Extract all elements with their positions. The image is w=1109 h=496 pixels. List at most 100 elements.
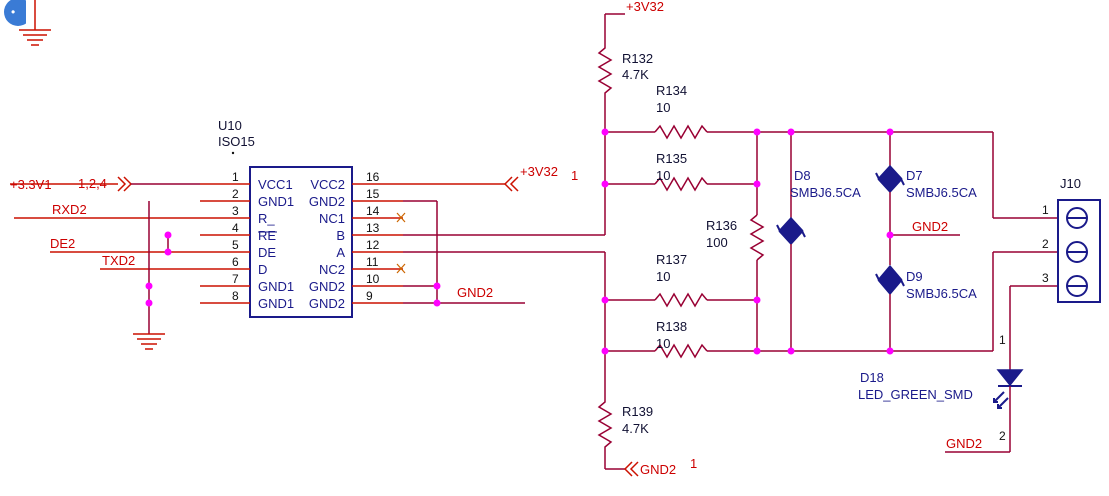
r134-value: 10 <box>656 100 670 115</box>
r137-ref: R137 <box>656 252 687 267</box>
u10-left-pin-number: 8 <box>232 289 239 303</box>
u10-right-pin-number: 14 <box>366 204 380 218</box>
d8-ref: D8 <box>794 168 811 183</box>
u10-left-pin-name: DE <box>258 245 276 260</box>
j10-terminal-1 <box>1066 207 1088 229</box>
ground-symbol-top-left <box>19 0 51 46</box>
net-label-gnd2-tvs: GND2 <box>912 219 948 234</box>
u10-right-pin-name: B <box>336 228 345 243</box>
junction-dot <box>601 128 609 136</box>
d7-value: SMBJ6.5CA <box>906 185 977 200</box>
u10-left-pin-name: D <box>258 262 267 277</box>
tvs-d8: D8 SMBJ6.5CA <box>776 132 861 351</box>
r139-ref: R139 <box>622 404 653 419</box>
d9-ref: D9 <box>906 269 923 284</box>
d9-value: SMBJ6.5CA <box>906 286 977 301</box>
d18-pin-2: 2 <box>999 429 1006 443</box>
u10-right-pin-number: 12 <box>366 238 380 252</box>
u10-left-pin-name: GND1 <box>258 296 294 311</box>
d18-ref: D18 <box>860 370 884 385</box>
led-d18: 1 2 D18 LED_GREEN_SMD GND2 <box>858 333 1024 453</box>
u10-left-pin-number: 7 <box>232 272 239 286</box>
junction-dot <box>145 282 153 290</box>
net-label-gnd2-u10: GND2 <box>457 285 493 300</box>
u10-right-pin-name: A <box>336 245 345 260</box>
junction-dot <box>886 231 894 239</box>
junction-dot <box>753 296 761 304</box>
u10-right-pin-number: 11 <box>366 255 379 269</box>
net-label-3v32-a: +3V32 <box>520 164 558 179</box>
junction-dot <box>886 347 894 355</box>
junction-dot <box>433 299 441 307</box>
u10-ic: U10 ISO15 <box>218 118 353 318</box>
j10-terminal-2 <box>1066 241 1088 263</box>
u10-value: ISO15 <box>218 134 255 149</box>
junction-dot <box>787 347 795 355</box>
junction-dot <box>787 128 795 136</box>
u10-left-pin-name: RE <box>258 228 276 243</box>
r136-ref: R136 <box>706 218 737 233</box>
junction-dot <box>164 231 172 239</box>
u10-right-pin-number: 9 <box>366 289 373 303</box>
junction-dot <box>601 347 609 355</box>
r132-value: 4.7K <box>622 67 649 82</box>
dot-icon: • <box>11 5 15 19</box>
net-label-3v3-pins: 1,2,4 <box>78 176 107 191</box>
r135-value: 10 <box>656 168 670 183</box>
j10-pin-2: 2 <box>1042 237 1049 251</box>
net-label-gnd2-div-pin: 1 <box>690 456 697 471</box>
net-label-gnd2-div: GND2 <box>640 462 676 477</box>
junction-dots <box>145 128 894 355</box>
left-nets: +3.3V1 1,2,4 RXD2 DE2 TXD2 <box>10 176 200 350</box>
u10-right-pin-name: GND2 <box>309 194 345 209</box>
corner-app-badge[interactable]: • <box>0 0 26 26</box>
junction-dot <box>164 248 172 256</box>
r138-value: 10 <box>656 336 670 351</box>
u10-right-pin-name: VCC2 <box>310 177 345 192</box>
net-label-rxd: RXD2 <box>52 202 87 217</box>
tvs-d9: D9 SMBJ6.5CA <box>875 264 977 351</box>
u10-left-pin-number: 3 <box>232 204 239 218</box>
u10-right-pin-number: 15 <box>366 187 380 201</box>
u10-left-pin-number: 6 <box>232 255 239 269</box>
u10-right-pin-number: 16 <box>366 170 380 184</box>
d7-ref: D7 <box>906 168 923 183</box>
u10-left-pin-name: R_ <box>258 211 275 226</box>
junction-dot <box>753 180 761 188</box>
j10-wiring <box>992 132 1058 370</box>
u10-body <box>249 166 353 318</box>
j10-pin-1: 1 <box>1042 203 1049 217</box>
u10-left-pin-number: 5 <box>232 238 239 252</box>
u10-left-pin-number: 1 <box>232 170 239 184</box>
bias-network: +3V32 R132 4.7K R134 10 R135 10 R136 100… <box>597 0 993 477</box>
d8-value: SMBJ6.5CA <box>790 185 861 200</box>
u10-right-pin-name: GND2 <box>309 279 345 294</box>
j10-terminal-3 <box>1066 275 1088 297</box>
u10-right-nets: +3V32 1 GND2 <box>396 164 605 304</box>
junction-dot <box>753 347 761 355</box>
u10-left-pin-number: 4 <box>232 221 239 235</box>
junction-dot <box>753 128 761 136</box>
r138-ref: R138 <box>656 319 687 334</box>
tvs-d7: D7 SMBJ6.5CA <box>875 132 977 265</box>
r134-ref: R134 <box>656 83 687 98</box>
d18-pin-1: 1 <box>999 333 1006 347</box>
r139-value: 4.7K <box>622 421 649 436</box>
tvs-gnd-tap: GND2 <box>890 219 960 236</box>
junction-dot <box>886 128 894 136</box>
u10-right-pin-number: 10 <box>366 272 380 286</box>
r136-value: 100 <box>706 235 728 250</box>
d18-value: LED_GREEN_SMD <box>858 387 973 402</box>
u10-right-pin-name: NC2 <box>319 262 345 277</box>
net-label-3v32-b: +3V32 <box>626 0 664 14</box>
u10-right-pin-name: GND2 <box>309 296 345 311</box>
u10-left-pin-number: 2 <box>232 187 239 201</box>
net-label-3v32-a-pin: 1 <box>571 168 578 183</box>
badge-circle <box>4 0 26 26</box>
junction-dot <box>145 299 153 307</box>
r132-ref: R132 <box>622 51 653 66</box>
u10-left-pin-name: VCC1 <box>258 177 293 192</box>
